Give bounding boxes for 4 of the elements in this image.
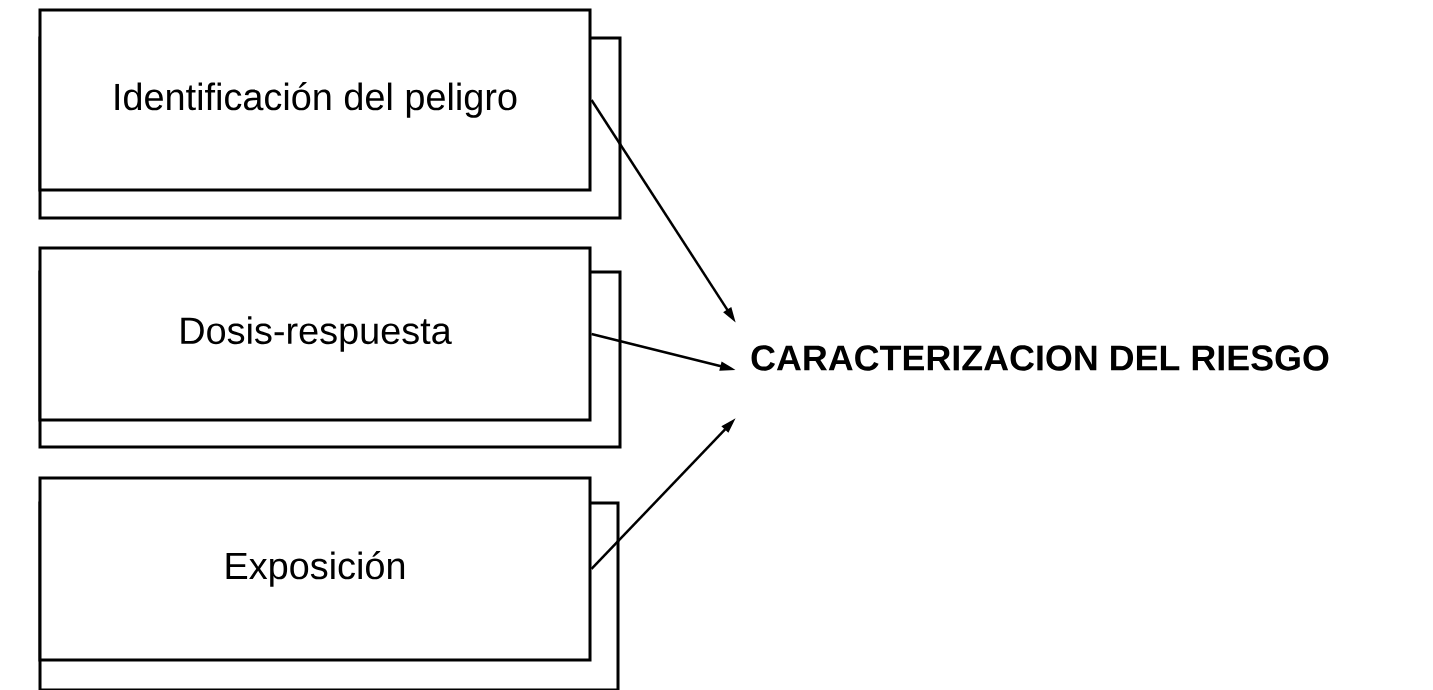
- process-box: Exposición: [38, 476, 592, 662]
- process-box: Identificación del peligro: [38, 8, 592, 192]
- result-text: CARACTERIZACION DEL RIESGO: [751, 345, 1329, 371]
- process-box: Dosis-respuesta: [38, 246, 592, 422]
